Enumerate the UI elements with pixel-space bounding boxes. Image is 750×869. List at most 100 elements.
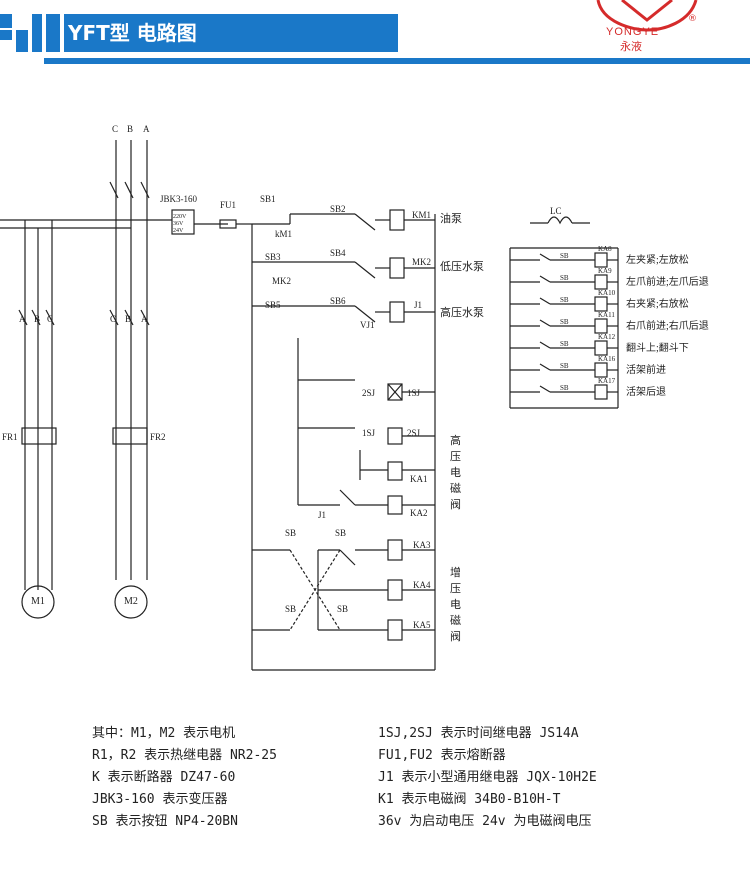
coil-label: KA5	[413, 620, 431, 630]
header-deco-block	[0, 14, 12, 28]
button-label: SB	[337, 604, 348, 614]
fuse-label: FU1	[220, 200, 236, 210]
coil-label: KA4	[413, 580, 431, 590]
legend-item: R1，R2 表示热继电器 NR2-25	[92, 748, 277, 763]
circuit-label: 油泵	[440, 211, 462, 225]
button-label: SB	[335, 528, 346, 538]
phase-label: B	[34, 314, 40, 324]
row-description: 翻斗上;翻斗下	[626, 342, 689, 354]
phase-label: B	[127, 124, 133, 134]
row-description: 活架后退	[626, 386, 666, 398]
phase-label: C	[112, 124, 118, 134]
button-label: SB1	[260, 194, 276, 204]
row-description: 右爪前进;右爪后退	[626, 319, 709, 332]
vertical-label-char: 增	[450, 565, 461, 579]
coil-label: KM1	[412, 210, 431, 220]
motor-label: M1	[31, 596, 45, 607]
legend-item: J1 表示小型通用继电器 JQX-10H2E	[378, 770, 597, 785]
inductor-label: LC	[550, 206, 562, 216]
relay-coil	[594, 274, 608, 290]
relay-coil	[594, 384, 608, 400]
row-coil-label: KA8	[598, 245, 612, 253]
button-label: SB	[285, 604, 296, 614]
vertical-label-char: 电	[450, 598, 461, 611]
button-contact	[539, 341, 551, 349]
row-button-label: SB	[560, 296, 569, 304]
row-button-label: SB	[560, 340, 569, 348]
aux-contact-label: 2SJ	[362, 388, 376, 398]
right-relay-rows: SB KA8 左夹紧;左放松 SB KA9 左爪前进;左爪后退 SB KA10 右夹紧;右放松 S…	[510, 245, 709, 400]
row-button-label: SB	[560, 318, 569, 326]
vertical-label-char: 阀	[450, 629, 461, 643]
header-deco-block	[0, 30, 12, 40]
button-contact	[539, 297, 551, 305]
legend-item: JBK3-160 表示变压器	[92, 792, 228, 807]
button-contact	[539, 363, 551, 371]
vertical-label-char: 高	[450, 433, 461, 447]
aux-contact-label: MK2	[272, 276, 291, 286]
button-contact	[539, 319, 551, 327]
legend-item: SB 表示按钮 NP4-20BN	[92, 814, 238, 829]
relay-coil	[594, 340, 608, 356]
row-coil-label: KA17	[598, 377, 616, 385]
button-label: SB5	[265, 300, 281, 310]
transformer-label: JBK3-160	[160, 194, 198, 204]
row-description: 右夹紧;右放松	[626, 297, 689, 310]
logo-text-en: YONGYE	[606, 26, 660, 38]
phase-label: C	[47, 314, 53, 324]
relay-coil	[594, 318, 608, 334]
logo-text-cn: 永液	[620, 40, 642, 53]
button-contact	[539, 253, 551, 261]
circuit-label: 低压水泵	[440, 260, 484, 273]
row-description: 左夹紧;左放松	[626, 253, 689, 266]
relay-coil	[594, 362, 608, 378]
tap-label: 24V	[173, 228, 184, 234]
row-description: 左爪前进;左爪后退	[626, 275, 709, 288]
vertical-label-char: 磁	[450, 614, 461, 627]
registered-mark: ®	[688, 14, 697, 24]
header-deco-block	[46, 14, 60, 52]
phase-label: B	[125, 314, 131, 324]
row-coil-label: KA10	[598, 289, 616, 297]
row-button-label: SB	[560, 274, 569, 282]
row-button-label: SB	[560, 362, 569, 370]
coil-label: KA1	[410, 474, 428, 484]
row-coil-label: KA12	[598, 333, 616, 341]
header: YFT型 电路图 ® YONGYE 永液	[0, 0, 750, 68]
button-label: SB4	[330, 248, 346, 258]
aux-contact-label: 2SJ	[407, 428, 421, 438]
aux-contact-label: kM1	[275, 229, 292, 239]
header-deco-block	[16, 30, 28, 52]
button-label: SB2	[330, 204, 346, 214]
brand-logo	[596, 0, 698, 32]
phase-label: C	[110, 314, 116, 324]
vertical-label-char: 阀	[450, 497, 461, 511]
relay-coil	[594, 296, 608, 312]
relay-coil	[594, 252, 608, 268]
button-contact	[539, 385, 551, 393]
row-description: 活架前进	[626, 363, 666, 376]
page-title: YFT型 电路图	[64, 14, 398, 52]
tap-label: 36V	[173, 221, 184, 227]
legend-item: K1 表示电磁阀 34B0-B10H-T	[378, 792, 561, 807]
vertical-label-char: 电	[450, 466, 461, 479]
tap-label: 220V	[173, 214, 187, 220]
coil-label: MK2	[412, 257, 431, 267]
legend: 其中：M1，M2 表示电机 R1，R2 表示热继电器 NR2-25 K 表示断路…	[92, 722, 732, 862]
aux-contact-label: 1SJ	[407, 388, 421, 398]
overload-label: FR1	[2, 432, 18, 442]
aux-contact-label: VJ1	[360, 320, 375, 330]
coil-label: KA2	[410, 508, 428, 518]
phase-label: A	[19, 314, 26, 324]
row-coil-label: KA16	[598, 355, 616, 363]
circuit-label: 高压水泵	[440, 305, 484, 319]
coil-label: J1	[414, 300, 422, 310]
button-label: SB3	[265, 252, 281, 262]
legend-item: 36v 为启动电压 24v 为电磁阀电压	[378, 814, 592, 829]
vertical-label-char: 磁	[450, 482, 461, 495]
legend-item: 其中：M1，M2 表示电机	[92, 726, 236, 741]
motor-label: M2	[124, 596, 138, 607]
circuit-diagram: SB KA8 左夹紧;左放松 SB KA9 左爪前进;左爪后退 SB KA10 右夹紧;右放松 S…	[0, 124, 709, 671]
button-label: SB	[285, 528, 296, 538]
row-coil-label: KA9	[598, 267, 612, 275]
